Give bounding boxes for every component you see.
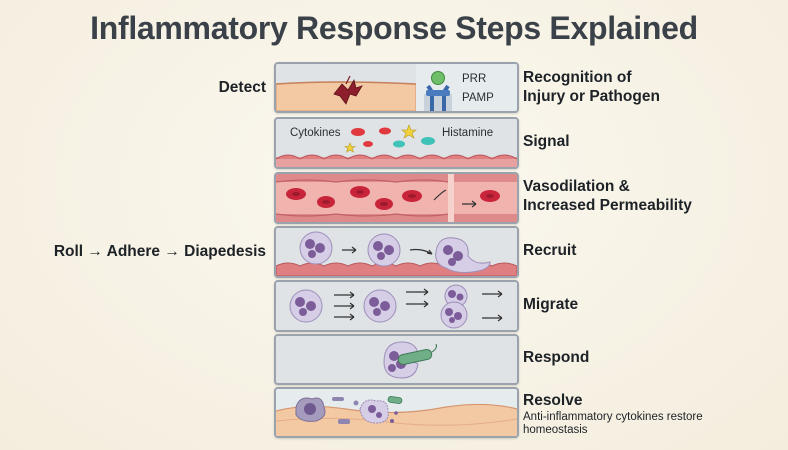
panel-recruit <box>274 226 519 278</box>
step-label-resolve: Resolve <box>523 392 583 409</box>
endothelium-layer <box>276 154 517 167</box>
resolve-description: Anti-inflammatory cytokines restore home… <box>523 411 703 436</box>
panel-vasodilation <box>274 172 519 224</box>
apoptotic-cell <box>295 397 326 422</box>
migration-arrows-1 <box>334 291 355 321</box>
step-label-signal: Signal <box>523 133 570 150</box>
leukocyte-2 <box>363 289 397 323</box>
leukocyte-rolling <box>299 231 333 265</box>
step-label-recruit: Recruit <box>523 242 577 259</box>
migration-arrows-3 <box>482 290 503 322</box>
step-label-respond: Respond <box>523 349 590 366</box>
prr-text: PRR <box>462 73 486 85</box>
panel-signal: Cytokines Histamine <box>274 117 519 169</box>
bacterium-icon <box>397 343 437 365</box>
leukocyte-1 <box>289 289 323 323</box>
fragmenting-cell <box>359 399 398 424</box>
panel-resolve <box>274 387 519 438</box>
step-label-recognition: Recognition of Injury or Pathogen <box>523 69 660 105</box>
detect-label: Detect <box>218 79 266 96</box>
cytokines-text: Cytokines <box>290 127 341 139</box>
tissue-wound-icon <box>333 75 363 105</box>
recruit-sequence-label: Roll → Adhere → Diapedesis <box>53 243 266 260</box>
receptor-icon <box>424 71 452 111</box>
leukocyte-diapedesis <box>435 237 491 273</box>
red-blood-cells <box>286 186 500 210</box>
page-title: Inflammatory Response Steps Explained <box>90 10 698 46</box>
panel-recognition: PRR PAMP <box>274 62 519 113</box>
step-label-vasodilation: Vasodilation & Increased Permeability <box>523 178 692 214</box>
histamine-text: Histamine <box>442 127 493 139</box>
leukocyte-adhering <box>367 233 401 267</box>
pamp-text: PAMP <box>462 92 494 104</box>
migration-arrows-2 <box>406 288 429 308</box>
step-label-migrate: Migrate <box>523 296 579 313</box>
panel-migrate <box>274 280 519 332</box>
panel-respond <box>274 334 519 385</box>
cell-debris <box>332 397 359 424</box>
leukocyte-3 <box>440 284 468 329</box>
